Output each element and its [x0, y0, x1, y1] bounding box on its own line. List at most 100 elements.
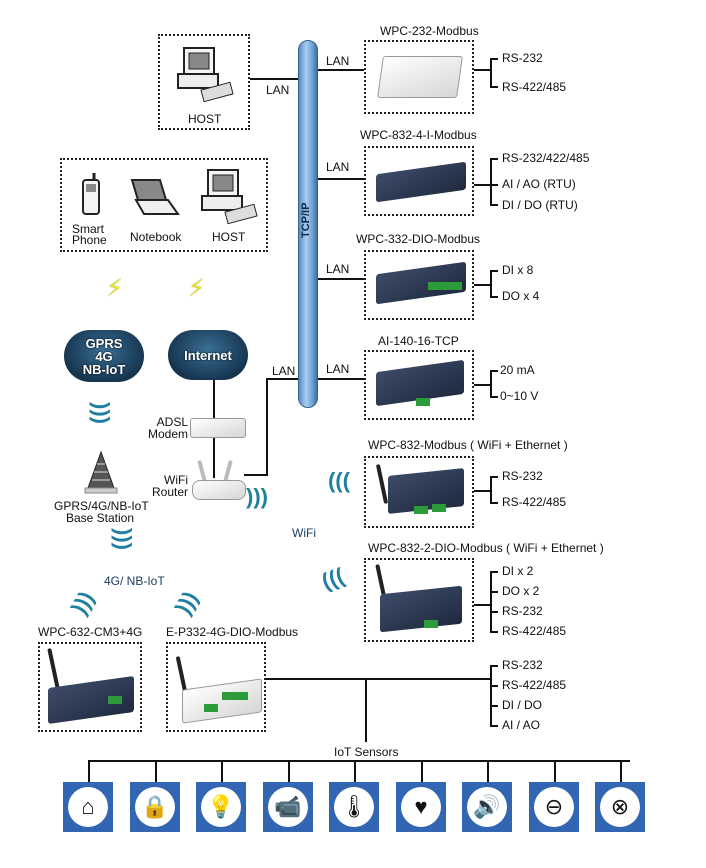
- sensor-drop-line: [155, 760, 157, 782]
- lan-label: LAN: [326, 54, 350, 68]
- sensor-tile[interactable]: ⊗: [595, 782, 645, 832]
- interface-link: [474, 604, 490, 606]
- lan-link: [318, 69, 364, 71]
- interface-link: [474, 384, 490, 386]
- interface-label: RS-232: [502, 469, 543, 483]
- wireless-bolt-icon: ⚡: [106, 275, 123, 302]
- interface-bracket: [490, 158, 492, 206]
- interface-tick: [490, 611, 498, 613]
- interface-tick: [490, 58, 498, 60]
- interface-tick: [490, 476, 498, 478]
- device-image: [376, 161, 466, 203]
- interface-tick: [490, 725, 498, 727]
- interface-tick: [490, 705, 498, 707]
- wireless-signal-icon: ))): [110, 528, 136, 550]
- light-bulb-icon: 💡: [201, 787, 241, 827]
- interface-label: RS-232/422/485: [502, 151, 590, 165]
- product-box-wpc-832-2-dio-modbus-wifi[interactable]: [364, 558, 474, 642]
- product-title: WPC-632-CM3+4G: [38, 625, 143, 639]
- sensor-drop-line: [554, 760, 556, 782]
- sensor-tile[interactable]: 📹: [263, 782, 313, 832]
- lan-label: LAN: [326, 362, 350, 376]
- heart-rate-icon: ♥: [401, 787, 441, 827]
- product-box-wpc-832-4-i-modbus[interactable]: [364, 146, 474, 216]
- interface-tick: [490, 296, 498, 298]
- interface-label: DO x 4: [502, 289, 540, 303]
- interface-label: 0~10 V: [500, 389, 539, 403]
- fan-icon: ⊗: [600, 787, 640, 827]
- wifi-signal-icon: ))): [328, 468, 350, 493]
- interface-bracket: [490, 476, 492, 504]
- lan-label: LAN: [326, 262, 350, 276]
- wireless-signal-icon: ))): [88, 402, 114, 424]
- clients-box: Smart Phone Notebook HOST: [60, 158, 268, 252]
- desktop-computer-icon: [201, 169, 258, 225]
- desktop-computer-icon: [177, 47, 234, 103]
- adsl-modem: [190, 418, 246, 438]
- product-box-e-p332-4g-dio-modbus[interactable]: [166, 642, 266, 732]
- interface-link: [474, 284, 490, 286]
- product-title: WPC-832-2-DIO-Modbus ( WiFi + Ethernet ): [368, 541, 604, 555]
- product-box-wpc-232-modbus[interactable]: [364, 40, 474, 114]
- device-image: [377, 56, 463, 98]
- interface-link: [474, 69, 490, 71]
- sensor-tile[interactable]: ⊖: [529, 782, 579, 832]
- notebook-label: Notebook: [130, 230, 182, 244]
- product-box-wpc-832-modbus-wifi[interactable]: [364, 456, 474, 528]
- product-title: E-P332-4G-DIO-Modbus: [166, 625, 299, 639]
- interface-label: RS-232: [502, 51, 543, 65]
- lan-label: LAN: [266, 83, 290, 97]
- interface-bracket: [490, 370, 492, 398]
- sensor-tile[interactable]: 🌡: [329, 782, 379, 832]
- product-title: WPC-232-Modbus: [380, 24, 479, 38]
- interface-tick: [490, 685, 498, 687]
- interface-bracket: [490, 571, 492, 633]
- wifi-label: WiFi: [292, 526, 316, 540]
- sensor-tile[interactable]: 💡: [196, 782, 246, 832]
- interface-label: DI x 8: [502, 263, 534, 277]
- interface-link: [474, 490, 490, 492]
- sensor-tile[interactable]: 🔒: [130, 782, 180, 832]
- host-box[interactable]: HOST: [158, 34, 250, 130]
- product-title: WPC-832-Modbus ( WiFi + Ethernet ): [368, 438, 568, 452]
- interface-label: RS-422/485: [502, 80, 567, 94]
- interface-tick: [490, 158, 498, 160]
- product-box-wpc-632-cm3-4g[interactable]: [38, 642, 142, 732]
- interface-label: DI / DO (RTU): [502, 198, 578, 212]
- host-label: HOST: [188, 112, 222, 126]
- interface-tick: [490, 184, 498, 186]
- padlock-icon: 🔒: [135, 787, 175, 827]
- cellular-signal-icon: ))): [170, 586, 203, 619]
- sensor-drop-line: [620, 760, 622, 782]
- interface-label: AI / AO (RTU): [502, 177, 576, 191]
- terminal-block: [222, 692, 248, 700]
- product-title: WPC-332-DIO-Modbus: [356, 232, 481, 246]
- meter-icon: ⊖: [534, 787, 574, 827]
- iot-sensors-link: [365, 678, 367, 742]
- interface-link: [474, 184, 490, 186]
- sensor-drop-line: [221, 760, 223, 782]
- interface-tick: [490, 396, 498, 398]
- terminal-block: [108, 696, 122, 704]
- device-image: [380, 585, 462, 633]
- product-box-ai-140-16-tcp[interactable]: [364, 350, 474, 420]
- wifi-signal-icon: ))): [318, 563, 348, 595]
- lan-link: [318, 178, 364, 180]
- speaker-icon: 🔊: [467, 787, 507, 827]
- sensor-tile[interactable]: ♥: [396, 782, 446, 832]
- interface-label: RS-422/485: [502, 678, 567, 692]
- sensor-tile[interactable]: ⌂: [63, 782, 113, 832]
- interface-tick: [490, 665, 498, 667]
- tcp-ip-backbone: [298, 40, 318, 408]
- product-box-wpc-332-dio-modbus[interactable]: [364, 250, 474, 320]
- interface-tick: [490, 370, 498, 372]
- interface-tick: [490, 502, 498, 504]
- interface-tick: [490, 591, 498, 593]
- router-antenna: [223, 459, 233, 483]
- interface-tick: [490, 631, 498, 633]
- sensor-tile[interactable]: 🔊: [462, 782, 512, 832]
- terminal-block: [204, 704, 218, 712]
- interface-tick: [490, 86, 498, 88]
- router-antenna: [197, 459, 207, 483]
- cell-tower-icon: [84, 450, 118, 494]
